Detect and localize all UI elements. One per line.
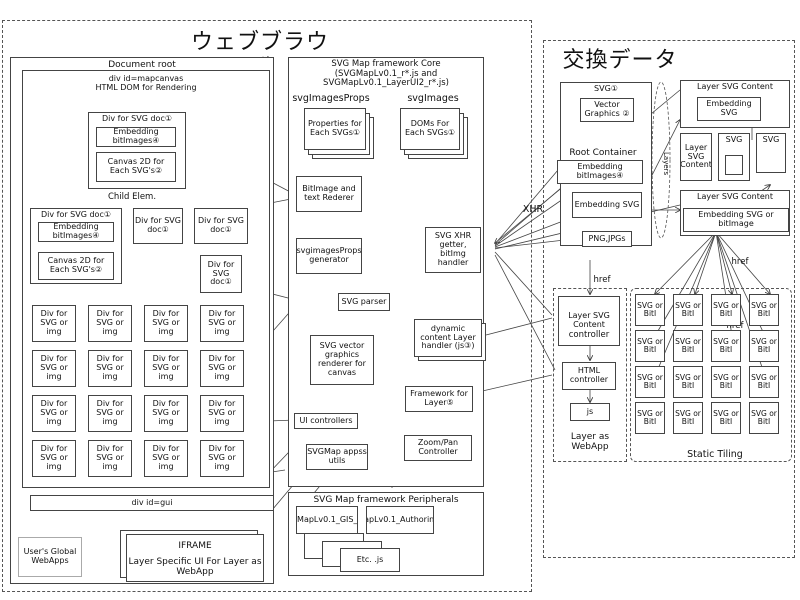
layer-as-webapp-frame [553,288,627,462]
root-container-label: Root Container [569,148,637,158]
embedding-svg-box: Embedding SVG [697,97,761,121]
webapp-layer-svg-content: Layer SVG Content [558,296,620,346]
href-label-1: href [593,275,611,285]
svg-or-img-tile: Div for SVG or img [88,395,132,432]
svgimages-label: svgImages [407,93,459,104]
svg-or-img-tile: Div for SVG or img [32,350,76,387]
svg-or-img-tile: Div for SVG or img [200,395,244,432]
embedding-svg-or-bitimage: Embedding SVG or bitImage [683,208,789,232]
static-tile: SVG or BitI [749,294,779,326]
embed-bitimages: Embedding bitImages④ [557,160,643,184]
svg-or-img-tile: Div for SVG or img [144,305,188,342]
left-embedding-bitimages: Embedding bitImages④ [38,222,114,242]
bitimage-text-renderer: BitImage and text Rederer [296,176,362,212]
static-tile: SVG or BitI [749,366,779,398]
href-label-3: href [726,321,744,331]
static-tile: SVG or BitI [635,402,665,434]
static-tile: SVG or BitI [673,366,703,398]
iframe-text: Layer Specific UI For Layer as WebApp [128,556,262,578]
svg-xhr-getter: SVG XHR getter, bitImg handler [425,227,481,273]
svg-or-img-tile: Div for SVG or img [32,440,76,477]
exchange-title: 交換データ [562,48,678,73]
top-embedding-bitimages: Embedding bitImages④ [96,127,176,147]
svg-small-box-2: SVG [756,133,786,173]
iframe-title: IFRAME [178,540,212,551]
svg-or-img-tile: Div for SVG or img [200,440,244,477]
png-jpgs: PNG,JPGs [582,231,632,247]
svg-inner-box [725,155,743,175]
static-tile: SVG or BitI [635,294,665,326]
static-tile-grid: SVG or BitI SVG or BitI SVG or BitI SVG or … [635,294,787,434]
static-tile: SVG or BitI [711,366,741,398]
svg-vector-renderer: SVG vector graphics renderer for canvas [310,335,374,385]
authoring-js: SVGMapLv0.1_Authoring_r*.js [366,506,434,534]
layer-svg-content-small: Layer SVG Content [680,133,712,181]
svgimagesprops-label: svgImagesProps [292,93,370,104]
users-global-webapps: User's Global WebApps [18,537,82,577]
ui-controllers: UI controllers [294,413,358,429]
svg-or-img-tile: Div for SVG or img [144,395,188,432]
static-tile: SVG or BitI [673,330,703,362]
gis-js: SVGMapLv0.1_GIS_r*.js [296,506,358,534]
dynamic-content-layer-handler: dynamic content Layer handler (js③) [414,319,482,357]
href-label-2: href [731,257,749,267]
svgmap-apps-utils: SVGMap appss utils [306,444,368,470]
static-tiling-label: Static Tiling [687,449,743,460]
framework-for-layer: Framework for Layer⑤ [405,386,473,412]
html-controller: HTML controller [562,362,616,390]
layers-label: Layers [662,152,670,176]
svg-or-img-tile: Div for SVG or img [200,305,244,342]
webapp-js: js [570,403,610,421]
static-tile: SVG or BitI [711,294,741,326]
svg-or-img-tile: Div for SVG or img [88,440,132,477]
browser-frame [2,20,532,592]
xhr-label: XHR [522,204,544,215]
svg-or-img-tile: Div for SVG or img [32,395,76,432]
svgimagesprops-generator: svgimagesProps generator [296,238,362,274]
top-canvas-2d: Canvas 2D for Each SVG's② [96,152,176,182]
embed-svg: Embedding SVG [572,192,642,218]
mid-svg-doc-div: Div for SVG doc① [133,208,183,244]
vector-graphics: Vector Graphics ② [580,98,634,122]
svg-or-img-tile: Div for SVG or img [88,350,132,387]
etc-js: Etc. .js [340,548,400,572]
props-for-each-svg: Properties for Each SVGs① [304,108,366,150]
static-tile: SVG or BitI [711,330,741,362]
iframe-layer-ui: IFRAME Layer Specific UI For Layer as We… [126,534,264,582]
doms-for-each-svg: DOMs For Each SVGs① [400,108,460,150]
static-tile: SVG or BitI [673,402,703,434]
zoom-pan-controller: Zoom/Pan Controller [404,435,472,461]
svg-or-img-tile: Div for SVG or img [144,350,188,387]
exchange-frame [543,40,795,558]
small-svg-doc-div: Div for SVG doc① [200,255,242,293]
left-canvas-2d: Canvas 2D for Each SVG's② [38,252,114,280]
layer-as-webapp-label: Layer as WebApp [570,432,610,453]
child-elem-label: Child Elem. [107,192,157,202]
gui-div: div id=gui [30,495,274,511]
svg-or-img-tile: Div for SVG or img [32,305,76,342]
static-tile: SVG or BitI [673,294,703,326]
static-tile: SVG or BitI [749,402,779,434]
svg-or-img-tile: Div for SVG or img [144,440,188,477]
webapp-controller: controller [568,330,610,340]
right-svg-doc-div: Div for SVG doc① [194,208,248,244]
static-tile: SVG or BitI [635,330,665,362]
svg-parser: SVG parser [338,293,390,311]
svg-or-img-tile: Div for SVG or img [200,350,244,387]
static-tile: SVG or BitI [749,330,779,362]
static-tile: SVG or BitI [711,402,741,434]
static-tiling-frame [630,288,792,462]
svg-or-img-tile: Div for SVG or img [88,305,132,342]
static-tile: SVG or BitI [635,366,665,398]
